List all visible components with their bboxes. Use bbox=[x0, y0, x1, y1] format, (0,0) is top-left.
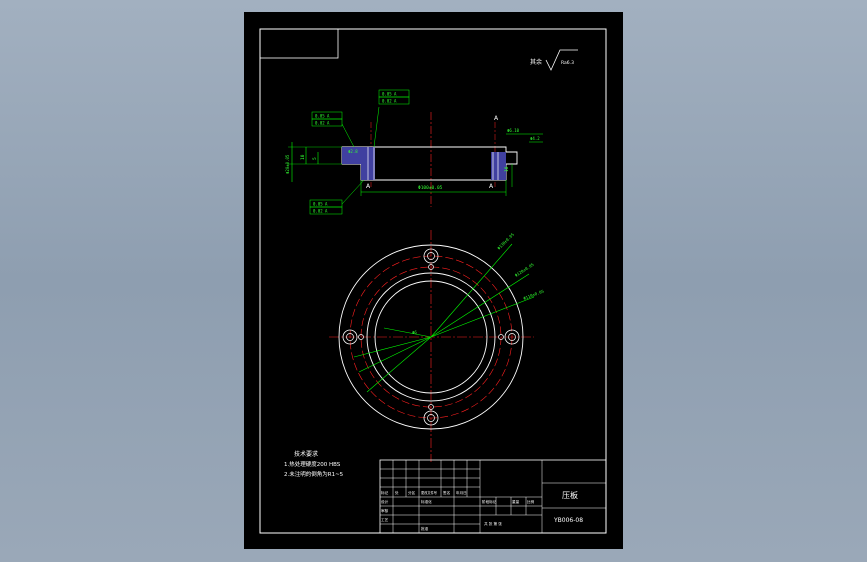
drawing-number-box bbox=[259, 28, 339, 59]
datum-a-left: A bbox=[366, 183, 371, 190]
title-block: 标记 处 分区 更改文件号 签名 年月日 设计 标准化 审核 工艺 批准 阶段标… bbox=[379, 459, 607, 534]
plan-outer-circle bbox=[338, 244, 524, 430]
dim-bottom-diameter: Φ100±0.05 bbox=[418, 185, 443, 191]
notes-line-1: 1.热处理硬度200 HBS bbox=[284, 460, 341, 468]
section-fill-left bbox=[342, 147, 375, 164]
fcf-bottom: 0.05 A 0.02 A bbox=[309, 179, 365, 215]
bolt-hole-right-inner bbox=[508, 333, 516, 341]
fcf-bottom-value-2: 0.02 A bbox=[313, 209, 328, 214]
title-block-frame bbox=[379, 459, 607, 534]
fcf-top-leader bbox=[373, 106, 380, 148]
radial-dim-line-3 bbox=[430, 296, 535, 338]
bolt-hole-bottom bbox=[423, 410, 439, 426]
plan-view: Φ130±0.05 Φ120±0.05 Φ110±0.05 Φ6 bbox=[329, 230, 545, 462]
section-fill-right bbox=[491, 152, 506, 164]
tb-label-scale: 比例 bbox=[527, 499, 535, 504]
section-view: Φ100±0.05 A A A Φ20±0.05 10 5 Φ2.8 Φ6.10… bbox=[285, 89, 543, 215]
plan-dim-2: Φ120±0.05 bbox=[514, 262, 535, 278]
plan-dim-4: Φ6 bbox=[412, 330, 417, 335]
small-hole-left bbox=[358, 334, 364, 340]
fcf-left: 0.05 A 0.02 A bbox=[311, 111, 355, 148]
tb-label-date: 年月日 bbox=[456, 490, 467, 495]
plan-dim-3: Φ110±0.05 bbox=[523, 288, 546, 301]
plan-inner-circle bbox=[366, 272, 496, 402]
roughness-value: Ra6.3 bbox=[561, 60, 574, 66]
plan-inner-hidden-circle bbox=[360, 266, 502, 408]
dim-right-height: 10 bbox=[504, 166, 510, 172]
fcf-top: 0.05 A 0.02 A bbox=[373, 89, 410, 148]
notes-line-2: 2.未注明的倒角为R1~5 bbox=[284, 470, 344, 478]
dim-right-phi: Φ6.10 bbox=[507, 128, 520, 133]
datum-a-right: A bbox=[489, 183, 494, 190]
tb-label-process: 工艺 bbox=[381, 517, 389, 522]
fcf-bottom-frame-2 bbox=[309, 206, 343, 215]
bolt-hole-right bbox=[504, 329, 520, 345]
bolt-hole-top-inner bbox=[427, 252, 435, 260]
small-hole-bottom bbox=[428, 404, 434, 410]
fcf-left-value-2: 0.02 A bbox=[315, 121, 330, 126]
plan-radial-dimensions: Φ130±0.05 Φ120±0.05 Φ110±0.05 Φ6 bbox=[353, 231, 546, 393]
roughness-check-icon bbox=[545, 49, 578, 71]
fcf-top-value-2: 0.02 A bbox=[382, 99, 397, 104]
tb-label-standard: 标准化 bbox=[421, 499, 432, 504]
radial-dim-line-6 bbox=[353, 336, 432, 358]
tb-label-designer: 设计 bbox=[381, 499, 389, 504]
bolt-hole-top bbox=[423, 248, 439, 264]
tb-label-approve: 批准 bbox=[421, 526, 429, 531]
dim-left-phi: Φ2.8 bbox=[348, 149, 358, 154]
radial-dim-line-2 bbox=[430, 273, 530, 338]
plan-dim-1: Φ130±0.05 bbox=[496, 231, 515, 250]
fcf-left-frame-2 bbox=[311, 118, 343, 127]
tb-label-stage: 阶段标记 bbox=[482, 499, 497, 504]
dim-right-phi2: Φ4.2 bbox=[530, 136, 540, 141]
bolt-hole-left-inner bbox=[346, 333, 354, 341]
datum-a-top: A bbox=[494, 115, 499, 122]
radial-dim-line-7 bbox=[383, 327, 432, 338]
radial-dim-line-1 bbox=[430, 243, 513, 338]
fcf-left-value-1: 0.05 A bbox=[315, 114, 330, 119]
tb-label-sign: 签名 bbox=[443, 490, 451, 495]
tb-part-name: 压板 bbox=[562, 490, 578, 500]
tb-label-zone: 分区 bbox=[408, 490, 416, 495]
dim-left-outer: 10 bbox=[300, 154, 306, 160]
roughness-symbol: 其余 Ra6.3 bbox=[530, 49, 578, 71]
small-hole-top bbox=[428, 264, 434, 270]
plan-bolt-circle bbox=[349, 255, 513, 419]
dim-left-vertical: Φ20±0.05 bbox=[285, 154, 290, 174]
technical-notes: 技术要求 1.热处理硬度200 HBS 2.未注明的倒角为R1~5 bbox=[284, 450, 344, 478]
tb-label-review: 审核 bbox=[381, 508, 389, 513]
tb-sheet-info: 共 张 第 张 bbox=[484, 521, 502, 526]
fcf-bottom-value-1: 0.05 A bbox=[313, 202, 328, 207]
small-hole-right bbox=[498, 334, 504, 340]
tb-label-count: 处 bbox=[395, 490, 399, 495]
fcf-top-frame-2 bbox=[378, 96, 410, 105]
tb-label-mark: 标记 bbox=[381, 490, 389, 495]
bolt-hole-bottom-inner bbox=[427, 414, 435, 422]
bolt-hole-left bbox=[342, 329, 358, 345]
radial-dim-line-5 bbox=[358, 336, 432, 373]
plan-bolt-holes bbox=[342, 248, 520, 426]
roughness-label: 其余 bbox=[530, 58, 542, 66]
drawing-sheet: 其余 Ra6.3 Φ100±0.05 A A A bbox=[244, 12, 623, 549]
tb-label-change: 更改文件号 bbox=[421, 490, 437, 495]
plan-bore-circle bbox=[374, 280, 488, 394]
fcf-left-leader bbox=[341, 123, 355, 148]
cad-drawing: 其余 Ra6.3 Φ100±0.05 A A A bbox=[259, 28, 607, 534]
tb-label-weight: 重量 bbox=[512, 499, 520, 504]
tb-drawing-no: YB006-08 bbox=[553, 517, 583, 524]
fcf-top-value-1: 0.05 A bbox=[382, 92, 397, 97]
fcf-bottom-leader bbox=[341, 179, 365, 205]
dim-left-inner: 5 bbox=[312, 157, 318, 160]
notes-title: 技术要求 bbox=[294, 450, 318, 458]
section-fill-right-lower bbox=[491, 164, 506, 180]
radial-dim-line-4 bbox=[366, 336, 432, 393]
